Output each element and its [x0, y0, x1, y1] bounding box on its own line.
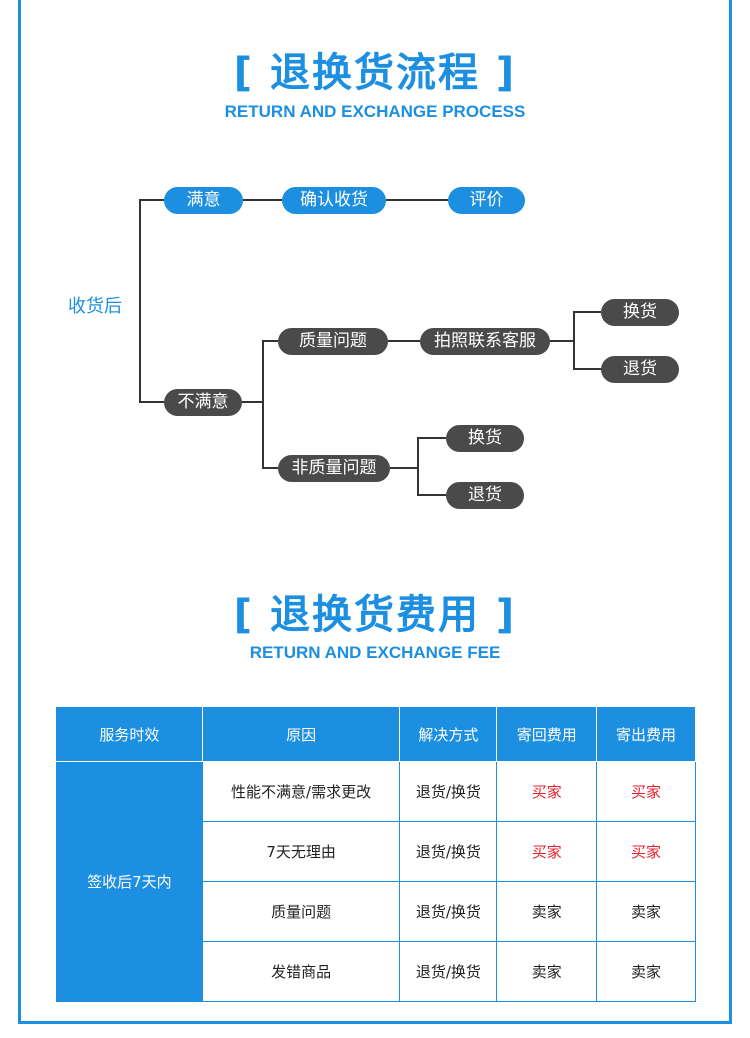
method-cell: 退货/换货	[399, 881, 498, 942]
return-fee-cell: 卖家	[496, 881, 598, 942]
header-reason: 原因	[201, 706, 401, 762]
fee-title: [ 退换货费用 ]	[233, 592, 517, 638]
method-cell: 退货/换货	[399, 761, 498, 822]
process-subtitle: RETURN AND EXCHANGE PROCESS	[224, 102, 526, 121]
table-row: 签收后7天内 性能不满意/需求更改 退货/换货 买家 买家	[56, 761, 696, 1002]
exchange-node-2: 换货	[446, 425, 524, 452]
reason-cell: 质量问题	[201, 881, 401, 942]
reason-cell: 发错商品	[201, 941, 401, 1002]
method-cell: 退货/换货	[399, 941, 498, 1002]
reason-cell: 性能不满意/需求更改	[201, 761, 401, 822]
exchange-node: 换货	[601, 299, 679, 326]
return-fee-cell: 买家	[496, 761, 598, 822]
review-node: 评价	[448, 187, 525, 214]
fee-table-header: 服务时效 原因 解决方式 寄回费用 寄出费用	[56, 706, 696, 762]
header-send-fee: 寄出费用	[596, 706, 696, 762]
table-row: 7天无理由 退货/换货 买家 买家	[57, 821, 696, 882]
header-service: 服务时效	[56, 706, 203, 762]
return-node-2: 退货	[446, 482, 524, 509]
send-fee-cell: 卖家	[596, 941, 696, 1002]
send-fee-cell: 买家	[596, 761, 696, 822]
satisfied-node: 满意	[164, 187, 243, 214]
send-fee-cell: 买家	[596, 821, 696, 882]
return-fee-cell: 卖家	[496, 941, 598, 1002]
non-quality-issue-node: 非质量问题	[278, 455, 390, 482]
page-frame	[18, 0, 732, 1024]
table-row: 质量问题 退货/换货 卖家 卖家	[57, 881, 696, 942]
header-method: 解决方式	[399, 706, 498, 762]
reason-cell: 7天无理由	[201, 821, 401, 882]
photo-contact-node: 拍照联系客服	[420, 328, 550, 355]
fee-subtitle: RETURN AND EXCHANGE FEE	[249, 643, 501, 662]
process-title: [ 退换货流程 ]	[233, 50, 517, 96]
header-return-fee: 寄回费用	[496, 706, 598, 762]
fee-table: 服务时效 原因 解决方式 寄回费用 寄出费用 签收后7天内 性能不满意/需求更改…	[56, 706, 696, 1002]
return-node: 退货	[601, 356, 679, 383]
service-period: 签收后7天内	[56, 761, 203, 1002]
received-root-label: 收货后	[68, 296, 122, 317]
table-row: 发错商品 退货/换货 卖家 卖家	[57, 941, 696, 1002]
send-fee-cell: 卖家	[596, 881, 696, 942]
unsatisfied-node: 不满意	[164, 389, 242, 416]
method-cell: 退货/换货	[399, 821, 498, 882]
confirm-receipt-node: 确认收货	[282, 187, 386, 214]
return-fee-cell: 买家	[496, 821, 598, 882]
quality-issue-node: 质量问题	[278, 328, 388, 355]
flow-connectors	[139, 199, 601, 496]
